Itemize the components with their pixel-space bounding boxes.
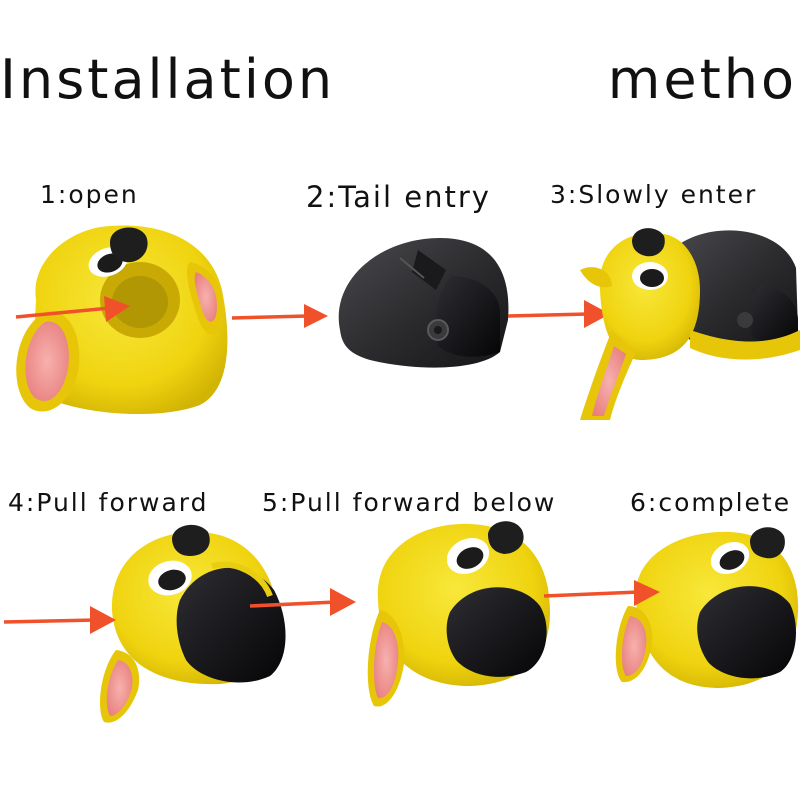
step-4-label: 4:Pull forward [8, 488, 209, 517]
helmet-pull-forward-below-icon [367, 521, 550, 707]
open-costume-icon [15, 225, 228, 415]
step-2-label: 2:Tail entry [306, 180, 491, 214]
helmet-entering-costume-icon [580, 228, 800, 420]
page-title: Installation method [0, 48, 800, 111]
step-6-label: 6:complete [630, 488, 792, 517]
step-1-label: 1:open [40, 180, 139, 209]
helmet-pull-forward-icon [3, 524, 356, 723]
arrow-icon [507, 300, 610, 328]
step-5-label: 5:Pull forward below [262, 488, 557, 517]
completed-helmet-cover-icon [543, 527, 799, 688]
step-3-label: 3:Slowly enter [550, 180, 758, 209]
arrow-icon [231, 304, 328, 328]
bare-helmet-icon [338, 238, 509, 368]
